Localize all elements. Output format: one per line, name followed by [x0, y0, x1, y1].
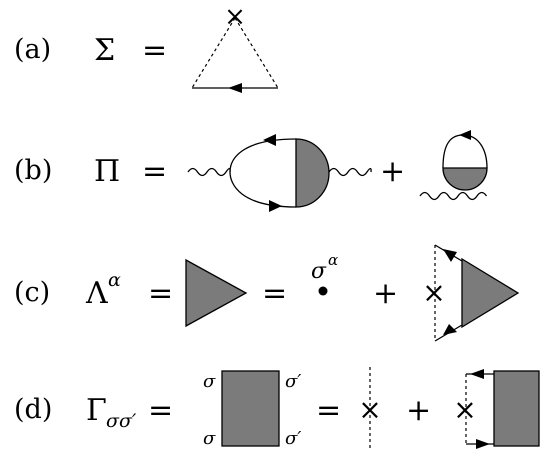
arrow-left-icon [459, 130, 471, 140]
arrow-left-icon [228, 83, 242, 93]
vertex-box: σ σ′ σ σ′ [203, 370, 301, 449]
vertex-ladder-diagram: × [422, 244, 520, 342]
corner-bottom-right: σ′ [285, 428, 301, 449]
point-label-sigma: σ [311, 259, 327, 284]
equals-sign-2: = [316, 393, 341, 428]
shaded-half [442, 167, 488, 191]
row-c: (c) Λ α = = σ α + × [14, 244, 520, 342]
gamma-symbol: Γ [86, 393, 107, 428]
shaded-vertex [295, 138, 330, 208]
corner-top-right: σ′ [285, 371, 301, 392]
polarization-bubble-diagram [187, 134, 372, 212]
row-a: (a) Σ = × [14, 2, 279, 93]
plus-sign: + [380, 154, 405, 189]
equals-sign: = [142, 33, 167, 68]
lambda-superscript: α [108, 269, 121, 291]
row-b: (b) Π = + [14, 130, 488, 212]
vertex-dot [318, 286, 328, 296]
box-ladder-diagram: × [453, 369, 540, 449]
row-b-label: (b) [14, 155, 52, 186]
gamma-subscript: σσ′ [106, 410, 137, 432]
equals-sign-1: = [148, 393, 173, 428]
tadpole-loop [442, 134, 488, 169]
dashed-line-left [191, 17, 236, 89]
wavy-line-bottom [419, 191, 488, 201]
pi-symbol: Π [94, 154, 120, 189]
point-label-sup: α [328, 251, 338, 269]
bare-vertex-point: σ α [311, 251, 338, 296]
plus-sign: + [373, 276, 398, 311]
corner-top-left: σ [203, 371, 216, 392]
arrow-upleft-icon [443, 249, 457, 262]
corner-bottom-left: σ [203, 428, 216, 449]
cross-icon: × [358, 393, 381, 426]
sigma-symbol: Σ [94, 33, 115, 68]
shaded-box [221, 370, 280, 447]
arrow-downright-icon [443, 324, 457, 335]
cross-vertex-icon: × [224, 2, 246, 32]
arrow-right-icon [269, 200, 282, 212]
cross-icon: × [422, 276, 445, 309]
row-a-label: (a) [14, 34, 51, 65]
vertex-triangle [185, 258, 248, 328]
equals-sign-1: = [148, 276, 173, 311]
row-c-label: (c) [14, 277, 50, 308]
plus-sign: + [406, 393, 431, 428]
cross-icon: × [453, 393, 476, 426]
shaded-box-2 [493, 370, 540, 447]
row-d: (d) Γ σσ′ = σ σ′ σ σ′ = × + × [14, 367, 540, 450]
arrow-left-icon [263, 134, 276, 146]
arrow-left-icon [470, 369, 484, 379]
wavy-line-left [187, 167, 231, 177]
fock-triangle-diagram: × [191, 2, 279, 93]
equals-sign: = [142, 154, 167, 189]
row-d-label: (d) [14, 394, 52, 425]
wavy-line-right [328, 167, 372, 177]
tadpole-diagram [419, 130, 488, 201]
vertex-triangle-2 [461, 257, 520, 329]
bare-interaction: × [358, 367, 382, 450]
equals-sign-2: = [262, 276, 287, 311]
dashed-line-right [234, 17, 279, 89]
lambda-symbol: Λ [85, 276, 108, 311]
bubble-loop [229, 138, 297, 208]
arrow-right-icon [476, 439, 490, 449]
